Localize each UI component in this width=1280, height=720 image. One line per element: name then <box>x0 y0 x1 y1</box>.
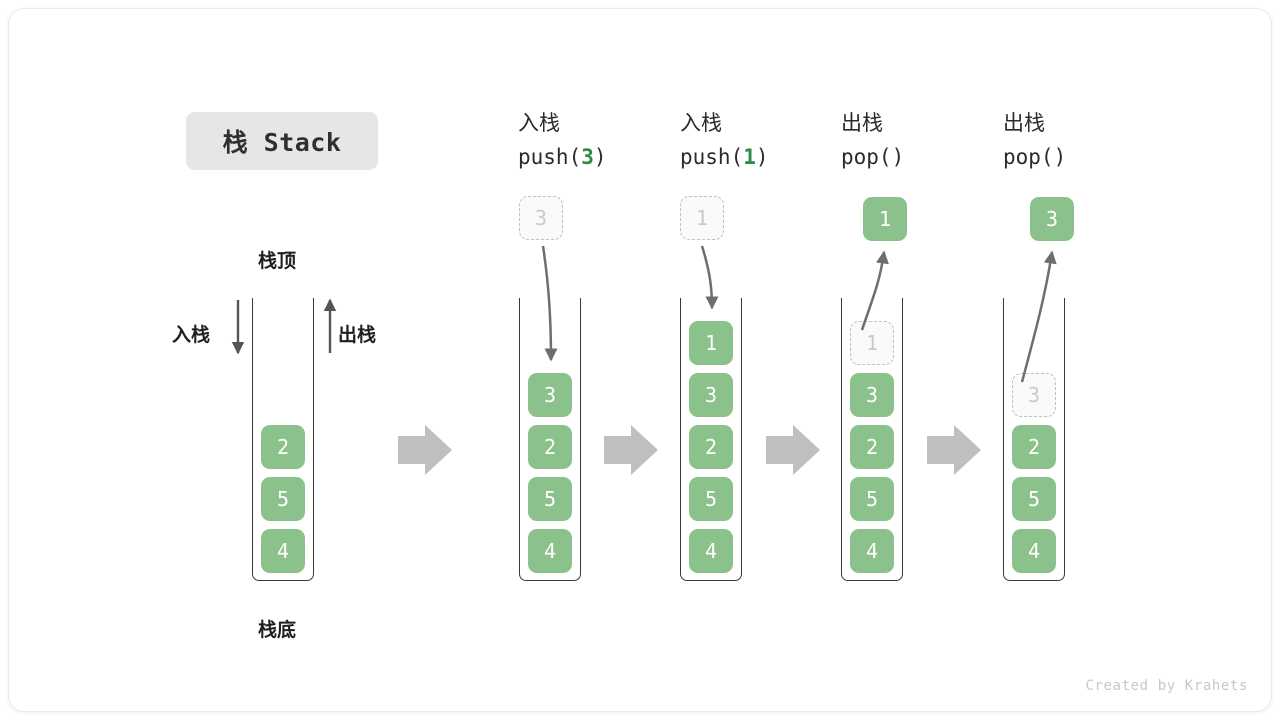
stack-cell: 5 <box>1012 477 1056 521</box>
stack-tube-pop-3 <box>1003 298 1065 581</box>
credit-text: Created by Krahets <box>1085 678 1248 694</box>
operation-code-prefix: push( <box>518 145 582 169</box>
push-direction-label: 入栈 <box>172 324 211 346</box>
stack-cell-ghost: 1 <box>850 321 894 365</box>
stack-cell: 4 <box>528 529 572 573</box>
stack-cell: 3 <box>528 373 572 417</box>
stack-cell: 5 <box>689 477 733 521</box>
stack-tube-push-3 <box>519 298 581 581</box>
operation-code-arg: 3 <box>581 145 594 169</box>
stack-cell: 5 <box>261 477 305 521</box>
operation-label-cn: 出栈 <box>1003 111 1045 135</box>
operation-code-prefix: pop( <box>841 145 892 169</box>
stack-cell: 4 <box>261 529 305 573</box>
stack-cell-ghost: 3 <box>1012 373 1056 417</box>
stack-cell: 2 <box>261 425 305 469</box>
stack-cell: 1 <box>689 321 733 365</box>
operation-code-suffix: ) <box>891 145 905 169</box>
operation-label-push-3: 入栈 push(3) <box>518 106 607 174</box>
operation-code-prefix: push( <box>680 145 744 169</box>
stack-cell: 3 <box>689 373 733 417</box>
operation-code-arg: 1 <box>743 145 756 169</box>
stack-cell: 3 <box>850 373 894 417</box>
operation-label-push-1: 入栈 push(1) <box>680 106 769 174</box>
stack-bottom-label: 栈底 <box>258 619 297 641</box>
stack-cell: 5 <box>850 477 894 521</box>
operation-label-cn: 入栈 <box>518 111 560 135</box>
detached-cell-push-3: 3 <box>519 196 563 240</box>
stack-tube-pop-1 <box>841 298 903 581</box>
stack-cell: 2 <box>850 425 894 469</box>
operation-label-cn: 出栈 <box>841 111 883 135</box>
operation-code-prefix: pop( <box>1003 145 1054 169</box>
stack-cell: 2 <box>528 425 572 469</box>
stack-cell: 2 <box>1012 425 1056 469</box>
stack-top-label: 栈顶 <box>258 250 297 272</box>
detached-cell-push-1: 1 <box>680 196 724 240</box>
pop-direction-label: 出栈 <box>338 324 377 346</box>
stack-tube-initial <box>252 298 314 581</box>
stack-tube-push-1 <box>680 298 742 581</box>
operation-code-suffix: ) <box>1053 145 1067 169</box>
operation-code-suffix: ) <box>755 145 769 169</box>
stack-cell: 4 <box>850 529 894 573</box>
detached-cell-pop-1: 1 <box>863 197 907 241</box>
detached-cell-pop-3: 3 <box>1030 197 1074 241</box>
operation-label-cn: 入栈 <box>680 111 722 135</box>
operation-label-pop-1: 出栈 pop() <box>841 106 904 174</box>
stack-cell: 2 <box>689 425 733 469</box>
figure-title: 栈 Stack <box>186 112 378 170</box>
stack-cell: 4 <box>689 529 733 573</box>
stack-cell: 4 <box>1012 529 1056 573</box>
operation-label-pop-3: 出栈 pop() <box>1003 106 1066 174</box>
operation-code-suffix: ) <box>593 145 607 169</box>
stack-cell: 5 <box>528 477 572 521</box>
